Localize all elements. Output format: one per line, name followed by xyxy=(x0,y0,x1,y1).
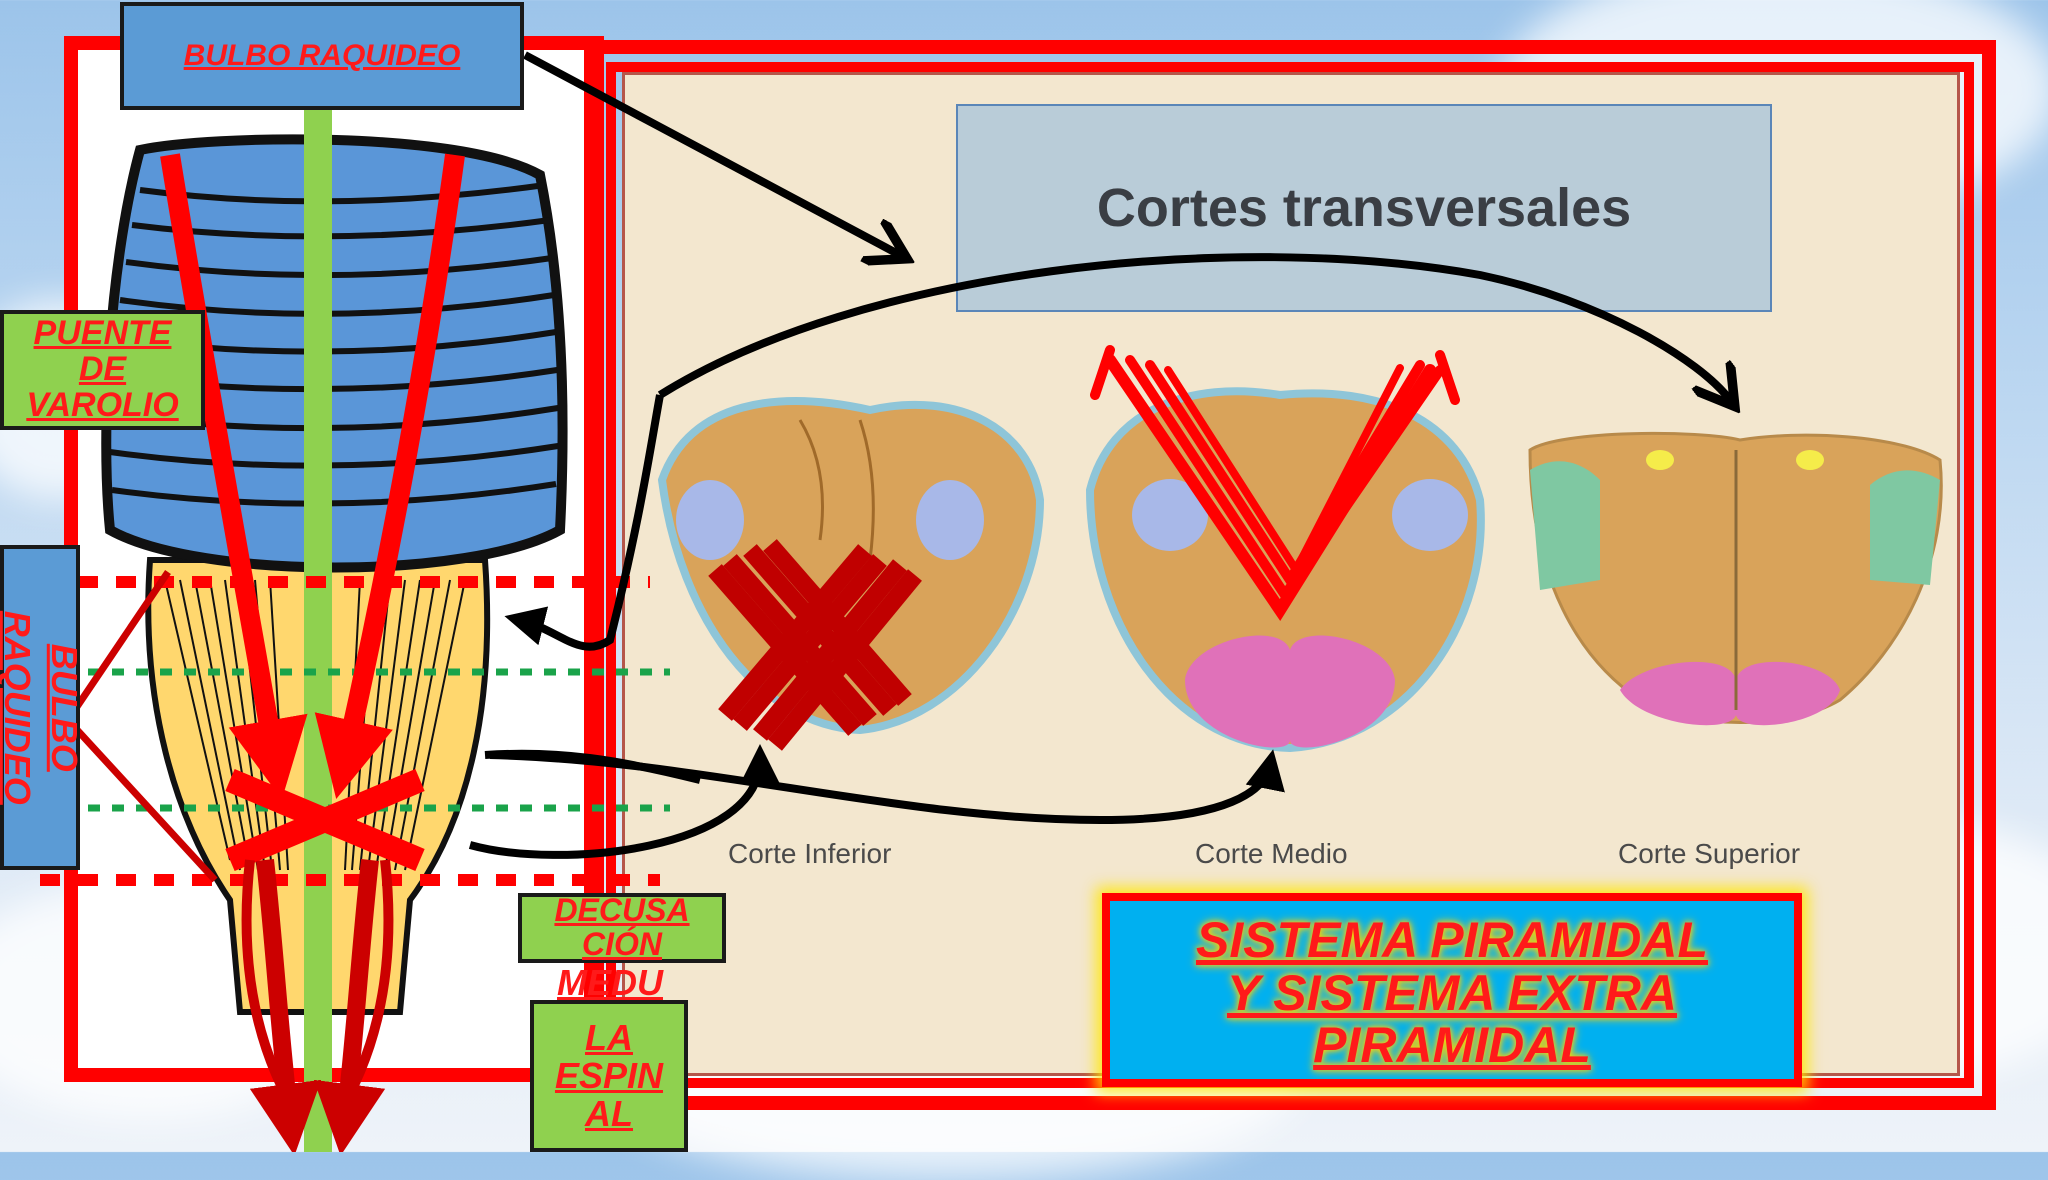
label-bulbo-side-text: BULBO RAQUIDEO xyxy=(0,610,85,805)
medula-line-1: MEDU xyxy=(557,962,663,1004)
label-puente-de-varolio: PUENTE DE VAROLIO xyxy=(0,310,205,430)
puente-line-2: DE xyxy=(78,350,127,389)
medula-line-4: AL xyxy=(585,1092,633,1134)
label-medula-line-1: MEDU xyxy=(540,960,680,1006)
decusacion-line-1: DECUSA xyxy=(554,892,690,929)
label-bulbo-raquideo-top: BULBO RAQUIDEO xyxy=(120,2,524,110)
label-decusacion: DECUSA CIÓN xyxy=(518,893,726,963)
slide-title-line-2: Y SISTEMA EXTRA xyxy=(1226,964,1678,1021)
pyramidal-tracts xyxy=(160,153,465,1152)
black-arrows xyxy=(468,51,1730,859)
slide-title-line-3: PIRAMIDAL xyxy=(1313,1017,1591,1074)
label-bulbo-raquideo-side: BULBO RAQUIDEO xyxy=(0,545,85,870)
panel-title: Cortes transversales xyxy=(1096,178,1632,238)
red-x-mark xyxy=(708,539,922,751)
slide-title-box xyxy=(1102,893,1802,1087)
panel-title-box: Cortes transversales xyxy=(956,104,1772,312)
red-v-mark xyxy=(1090,345,1460,621)
label-bulbo-top-text: BULBO RAQUIDEO xyxy=(183,39,461,73)
slide-title-line-1: SISTEMA PIRAMIDAL xyxy=(1195,912,1709,969)
midline-bar xyxy=(304,110,332,1152)
slide-title: SISTEMA PIRAMIDAL Y SISTEMA EXTRA PIRAMI… xyxy=(1102,893,1802,1093)
section-superior xyxy=(1528,431,1943,726)
decusacion-line-2: CIÓN xyxy=(582,926,662,962)
diagram-graphics: Corte Inferior Corte Medio Corte Superio… xyxy=(40,51,1943,1152)
caption-corte-superior: Corte Superior xyxy=(1618,838,1800,869)
medula-line-3: ESPIN xyxy=(554,1055,664,1097)
label-medula-espinal: LA ESPIN AL xyxy=(530,1000,688,1152)
caption-corte-inferior: Corte Inferior xyxy=(728,838,891,869)
puente-line-1: PUENTE xyxy=(33,314,172,353)
puente-line-3: VAROLIO xyxy=(26,385,179,424)
medula-line-2: LA xyxy=(585,1017,633,1059)
right-outer-frame xyxy=(584,40,1996,1110)
side-bracket xyxy=(65,570,218,883)
caption-corte-medio: Corte Medio xyxy=(1195,838,1348,869)
